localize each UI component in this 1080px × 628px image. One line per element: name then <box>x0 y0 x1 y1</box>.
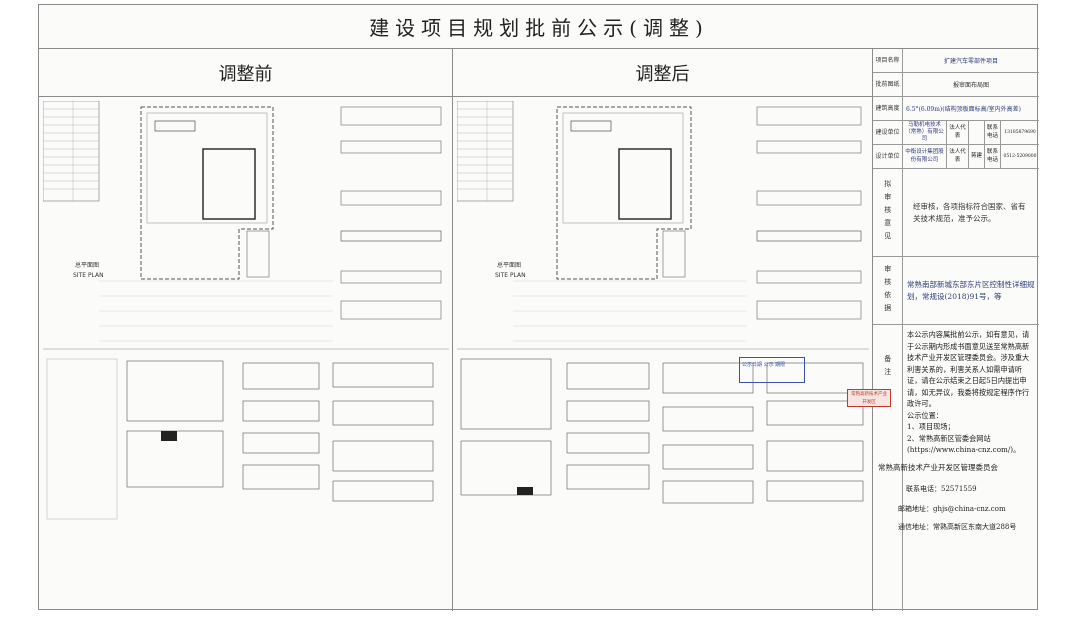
row-drawing-name: 批前图纸 报审面布局图 <box>873 73 1039 97</box>
page-title: 建设项目规划批前公示(调整) <box>39 5 1039 49</box>
designer-contact-label: 联系电话 <box>985 145 1001 168</box>
designer-name: 中衡设计集团股份有限公司 <box>903 145 947 168</box>
value-building-height: 6.5°(6.09m)(结构顶板面标高/室内外高差) <box>906 106 1021 113</box>
notice-location-title: 公示位置： <box>907 410 943 420</box>
label-drawing-name: 批前图纸 <box>873 73 903 96</box>
label-remarks-text: 备注 <box>883 355 892 381</box>
value-basis: 常熟南部新城东部东片区控制性详细规划，常规设(2018)91号，等 <box>907 279 1035 301</box>
site-plan-title-after: 总平面图 <box>497 261 521 269</box>
value-drawing-name: 报审面布局图 <box>952 82 989 89</box>
footer-phone: 联系电话：52571559 <box>906 485 977 493</box>
developer-name: 马勒机电技术（常熟）有限公司 <box>903 121 947 144</box>
label-opinion-text: 拟审核意见 <box>883 180 892 245</box>
notice-url: (https://www.china-cnz.com/)。 <box>907 445 1021 454</box>
developer-rep-label: 法人代表 <box>947 121 969 144</box>
footer-org: 常熟高新技术产业开发区管理委员会 <box>878 463 998 472</box>
row-basis: 审核依据 常熟南部新城东部东片区控制性详细规划，常规设(2018)91号，等 <box>873 257 1039 325</box>
official-seal: 常熟高新技术产业开发区 <box>847 389 891 407</box>
notice-body: 本公示内容属批前公示，如有意见，请于公示期内形成书面意见送至常熟高新技术产业开发… <box>907 330 1030 408</box>
site-plan-subtitle-before: SITE PLAN <box>73 272 104 279</box>
public-notice-stamp: 公示日期 公示 期限 <box>739 357 805 383</box>
row-building-height: 建筑高度 6.5°(6.09m)(结构顶板面标高/室内外高差) <box>873 97 1039 121</box>
panel-after: 调整后 <box>453 49 873 611</box>
notice-location-1: 1、项目现场； <box>907 422 955 431</box>
notice-sheet: 建设项目规划批前公示(调整) 调整前 <box>38 4 1039 611</box>
developer-rep <box>969 121 985 144</box>
row-project-name: 项目名称 扩建汽车零部件项目 <box>873 49 1039 73</box>
row-designer: 设计单位 中衡设计集团股份有限公司 法人代表 蒋建 联系电话 0512-5209… <box>873 145 1039 169</box>
developer-phone: 13185879690 <box>1004 129 1036 135</box>
label-remarks: 备注 <box>873 325 903 611</box>
row-developer: 建设单位 马勒机电技术（常熟）有限公司 法人代表 联系电话 1318587969… <box>873 121 1039 145</box>
footer-email: 邮箱地址：ghjs@china-cnz.com <box>898 505 1006 513</box>
label-opinion: 拟审核意见 <box>873 169 903 256</box>
drawing-after: 总平面图 SITE PLAN <box>457 101 869 504</box>
info-table: 项目名称 扩建汽车零部件项目 批前图纸 报审面布局图 建筑高度 6.5°(6.0… <box>873 49 1039 611</box>
notice-location-2: 2、常熟高新区管委会网站 <box>907 433 991 443</box>
developer-contact-label: 联系电话 <box>985 121 1001 144</box>
label-project-name: 项目名称 <box>873 49 903 72</box>
panel-after-label: 调整后 <box>453 49 872 97</box>
footer-address: 通信地址：常熟高新区东南大道288号 <box>898 523 1017 531</box>
designer-phone: 0512-5209000 <box>1003 153 1037 159</box>
site-plan-title-before: 总平面图 <box>75 261 99 269</box>
notice-text: 本公示内容属批前公示，如有意见，请于公示期内形成书面意见送至常熟高新技术产业开发… <box>907 329 1035 456</box>
row-opinion: 拟审核意见 经审核，各项指标符合国家、省有关技术规范，准予公示。 <box>873 169 1039 257</box>
row-remarks: 备注 <box>873 325 1039 611</box>
panel-before: 调整前 <box>39 49 453 611</box>
label-designer: 设计单位 <box>873 145 903 168</box>
label-building-height: 建筑高度 <box>873 97 903 120</box>
value-project-name: 扩建汽车零部件项目 <box>943 58 998 65</box>
label-developer: 建设单位 <box>873 121 903 144</box>
label-basis-text: 审核依据 <box>883 264 892 317</box>
designer-rep-label: 法人代表 <box>947 145 969 168</box>
designer-rep: 蒋建 <box>969 145 985 168</box>
label-basis: 审核依据 <box>873 257 903 324</box>
site-plan-subtitle-after: SITE PLAN <box>495 272 526 279</box>
panel-before-label: 调整前 <box>39 49 452 97</box>
value-opinion: 经审核，各项指标符合国家、省有关技术规范，准予公示。 <box>913 201 1026 223</box>
drawing-before: 总平面图 SITE PLAN <box>43 101 449 520</box>
